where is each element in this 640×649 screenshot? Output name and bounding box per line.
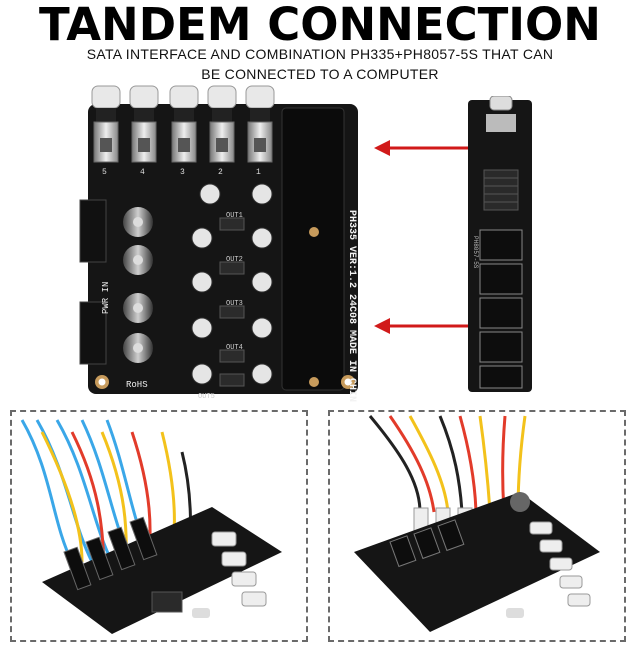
silk-rohs: RoHS [126,380,148,390]
page-title: TANDEM CONNECTION [39,0,601,51]
port-number: 4 [140,168,145,177]
silk-out4: OUT4 [226,344,243,352]
arrow-top [374,140,468,156]
port-number: 1 [256,168,261,177]
silk-out5: OUT5 [198,393,215,401]
silk-model: PH335 VER:1.2 24C08 MADE IN CHINA [346,210,357,402]
port-number: 2 [218,168,223,177]
arrow-bottom [374,318,468,334]
ph335-board-image: 5 4 3 2 1 OUT1 OUT2 OUT3 OUT4 OUT5 PWR I… [79,85,358,402]
panel-power-cables [328,410,626,642]
port-number: 5 [102,168,107,177]
adapter-silk: PH8057-5S [472,236,479,269]
ph335-with-sata-cables-image [20,419,282,634]
silk-out2: OUT2 [226,256,243,264]
silk-out3: OUT3 [226,300,243,308]
silk-pwr-in: PWR IN [101,282,111,314]
port-number: 3 [180,168,185,177]
panel-sata-cables [10,410,308,642]
page-subtitle: SATA INTERFACE AND COMBINATION PH335+PH8… [40,44,600,84]
ph335-with-adapter-image [354,415,600,632]
subtitle-line-2: BE CONNECTED TO A COMPUTER [201,66,439,82]
ph8057-adapter-image: PH8057-5S [468,96,532,392]
subtitle-line-1: SATA INTERFACE AND COMBINATION PH335+PH8… [86,46,554,62]
silk-out1: OUT1 [226,212,243,220]
